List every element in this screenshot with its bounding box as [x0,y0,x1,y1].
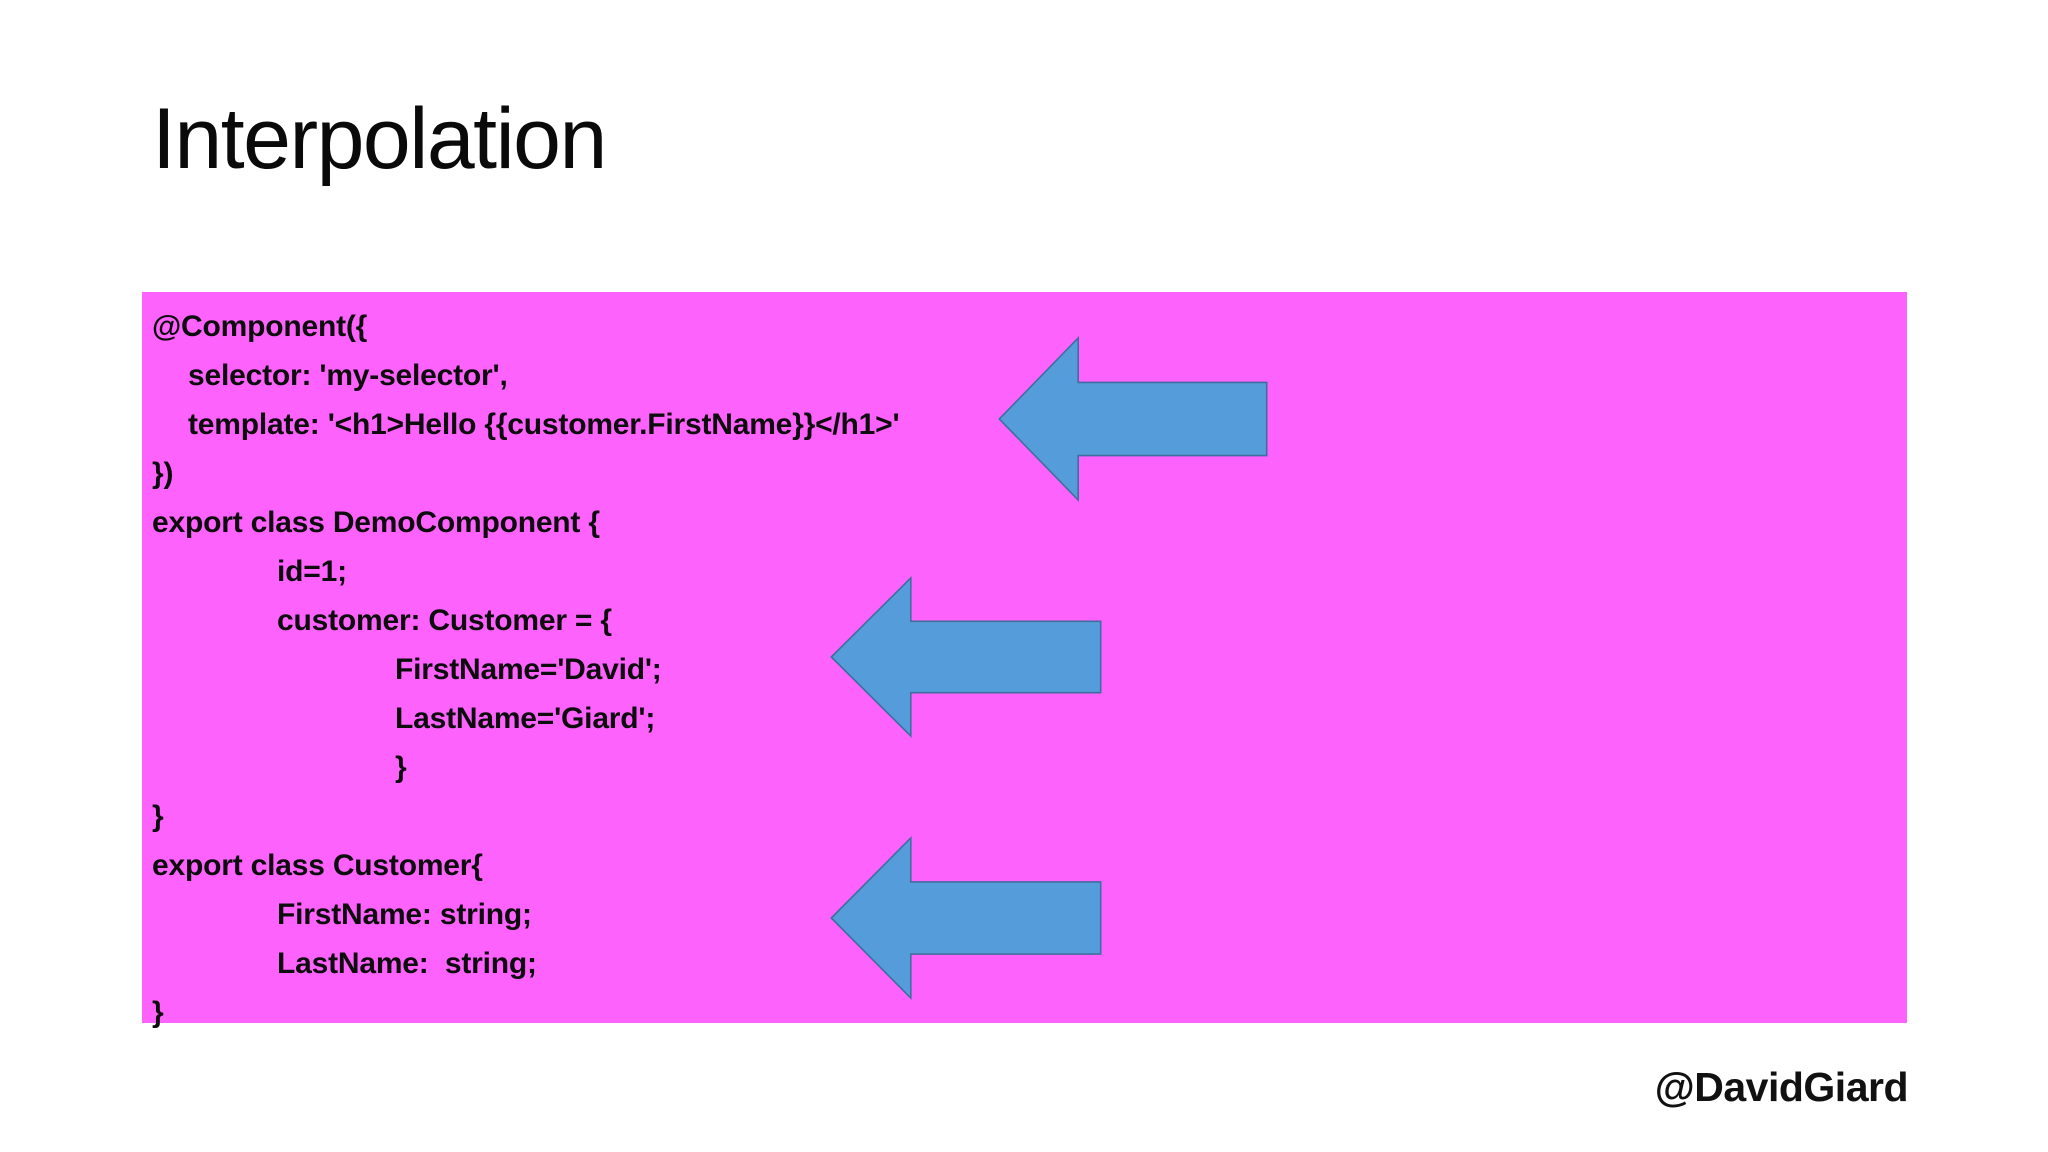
code-listing: @Component({ selector: 'my-selector', temp… [142,292,1907,1037]
code-line: LastName='Giard'; [395,702,656,735]
code-line: } [152,996,164,1029]
code-line: FirstName='David'; [395,653,662,686]
code-line: FirstName: string; [277,898,532,931]
code-line: LastName: string; [277,947,537,980]
arrow-customer-class-properties-icon [828,836,1104,1000]
presenter-handle: @DavidGiard [1654,1064,1909,1110]
code-line: template: '<h1>Hello {{customer.FirstNam… [188,408,900,441]
code-line: customer: Customer = { [277,604,612,637]
arrow-template-line-icon [996,336,1270,502]
arrow-shape [831,838,1100,998]
code-line: } [395,751,407,784]
arrow-customer-values-icon [828,576,1104,738]
code-line: export class Customer{ [152,849,483,882]
code-line: } [152,800,164,833]
code-line: id=1; [277,555,347,588]
arrow-shape [999,338,1266,500]
code-line: }) [152,457,174,490]
code-line: @Component({ [152,310,368,343]
code-line: selector: 'my-selector', [188,359,508,392]
code-line: export class DemoComponent { [152,506,600,539]
page-title: Interpolation [152,91,607,187]
arrow-shape [831,578,1100,736]
